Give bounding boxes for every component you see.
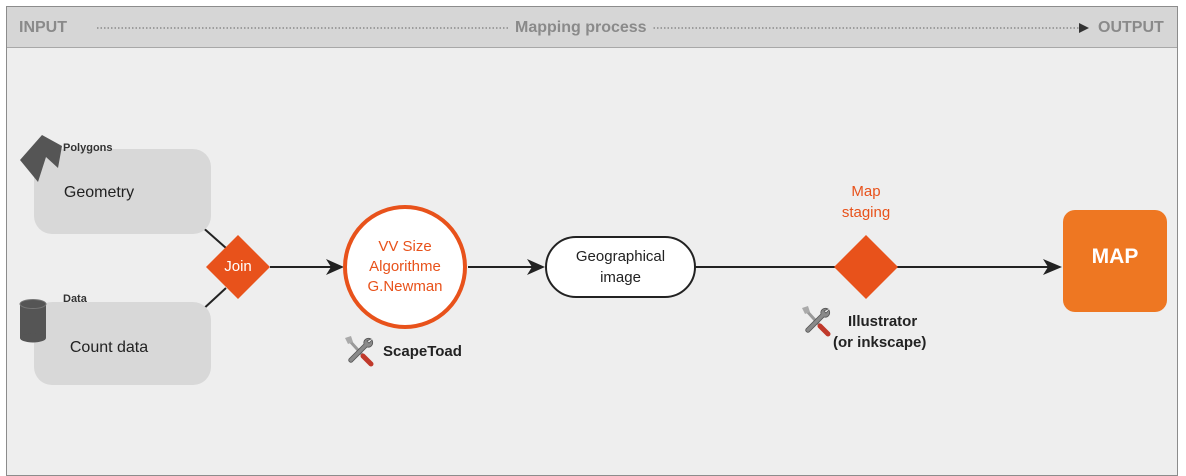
process-header: INPUT Mapping process OUTPUT [7,7,1177,48]
map-staging-diamond [834,235,898,299]
algorithm-line-1: VV Size [378,238,432,255]
arrowhead-2 [527,259,545,275]
count-data-node [34,302,211,385]
tools-icon [345,336,374,367]
data-label: Data [63,293,87,305]
arrowhead-1 [326,259,344,275]
algorithm-line-2: Algorithme [369,258,441,275]
map-output-node [1063,210,1167,312]
polygons-label: Polygons [63,142,113,154]
database-icon [19,299,47,343]
polygon-icon [20,135,62,182]
join-diamond [206,235,270,299]
header-output-label: OUTPUT [1092,18,1170,38]
map-label: MAP [1091,245,1139,268]
scapetoad-label: ScapeToad [383,343,462,360]
algorithm-circle [343,205,467,329]
arrowhead-3 [1043,259,1062,275]
header-process-label: Mapping process [509,18,653,38]
geographical-image-node [545,236,696,298]
map-staging-line-1: Map [851,183,881,200]
geographical-image-line-2: image [600,269,641,286]
geometry-node [34,149,211,234]
count-data-label: Count data [69,339,149,356]
geographical-image-line-1: Geographical [575,248,666,265]
tools-icon [802,306,831,337]
join-label: Join [224,258,252,275]
algorithm-line-3: G.Newman [367,278,443,295]
geometry-label: Geometry [63,184,135,201]
map-staging-line-2: staging [841,204,891,221]
illustrator-label: Illustrator [848,313,918,330]
header-input-label: INPUT [13,18,73,38]
inkscape-label: (or inkscape) [833,334,927,351]
diagram-frame: INPUT Mapping process OUTPUT [6,6,1178,476]
header-arrowhead [1079,23,1089,33]
